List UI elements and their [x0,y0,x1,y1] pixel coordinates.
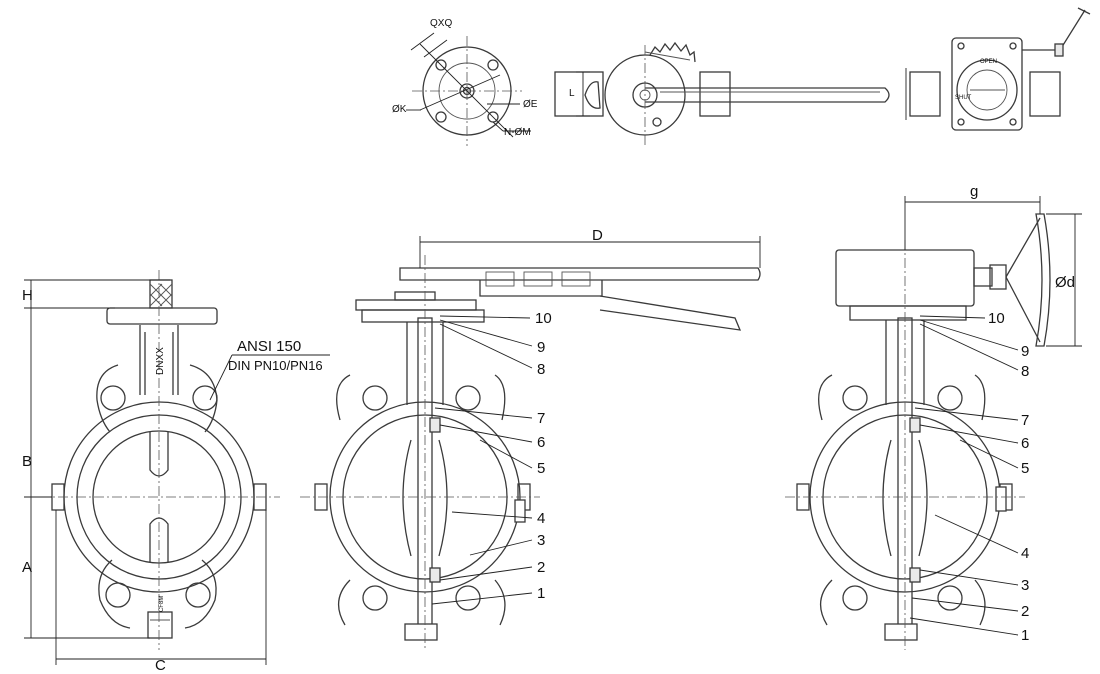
g-label: g [970,183,978,200]
n-phi-m-label: N-ØM [504,127,531,138]
phi-d-label: Ød [1055,274,1075,291]
gear-callout-10: 10 [988,310,1005,327]
flange-top-view: QXQ ØK ØE N-ØM [392,18,538,146]
shut-mark: SHUT [955,95,972,101]
standard-din-label: DIN PN10/PN16 [228,358,323,373]
gear-callout-6: 6 [1021,435,1029,452]
d-label: D [592,227,603,244]
b-label: B [22,453,32,470]
l-label: L [569,88,575,99]
front-view: H B A C ANSI 150 DIN PN10/PN16 DNXX CF8M [22,270,330,674]
lever-top-view: L [554,41,890,148]
qxq-label: QXQ [430,18,452,29]
lever-callout-6: 6 [537,434,545,451]
lever-callout-5: 5 [537,460,545,477]
gear-callout-1: 1 [1021,627,1029,644]
gear-callout-7: 7 [1021,412,1029,429]
lever-callout-2: 2 [537,559,545,576]
lever-callout-3: 3 [537,532,545,549]
c-label: C [155,657,166,674]
body-marking-2-text: CF8M [159,596,165,612]
lever-callout-10: 10 [535,310,552,327]
gear-callout-2: 2 [1021,603,1029,620]
lever-callout-9: 9 [537,339,545,356]
phi-k-label: ØK [392,104,407,115]
lever-callout-1: 1 [537,585,545,602]
body-marking-text: DNXX [155,347,166,375]
lever-callout-4: 4 [537,510,545,527]
standard-ansi-label: ANSI 150 [237,338,301,355]
lever-callout-7: 7 [537,410,545,427]
gear-callout-9: 9 [1021,343,1029,360]
a-label: A [22,559,32,576]
lever-section-view: D 10 9 8 7 6 5 4 3 2 1 [300,227,761,650]
gear-top-view: OPEN SHUT [905,7,1091,131]
h-label: H [22,287,33,304]
lever-callout-8: 8 [537,361,545,378]
gear-section-view: g Ød 10 9 8 7 6 5 4 3 2 1 [785,183,1082,650]
phi-e-label: ØE [523,99,538,110]
open-mark: OPEN [980,59,997,65]
gear-callout-3: 3 [1021,577,1029,594]
gear-callout-8: 8 [1021,363,1029,380]
gear-callout-5: 5 [1021,460,1029,477]
gear-callout-4: 4 [1021,545,1029,562]
